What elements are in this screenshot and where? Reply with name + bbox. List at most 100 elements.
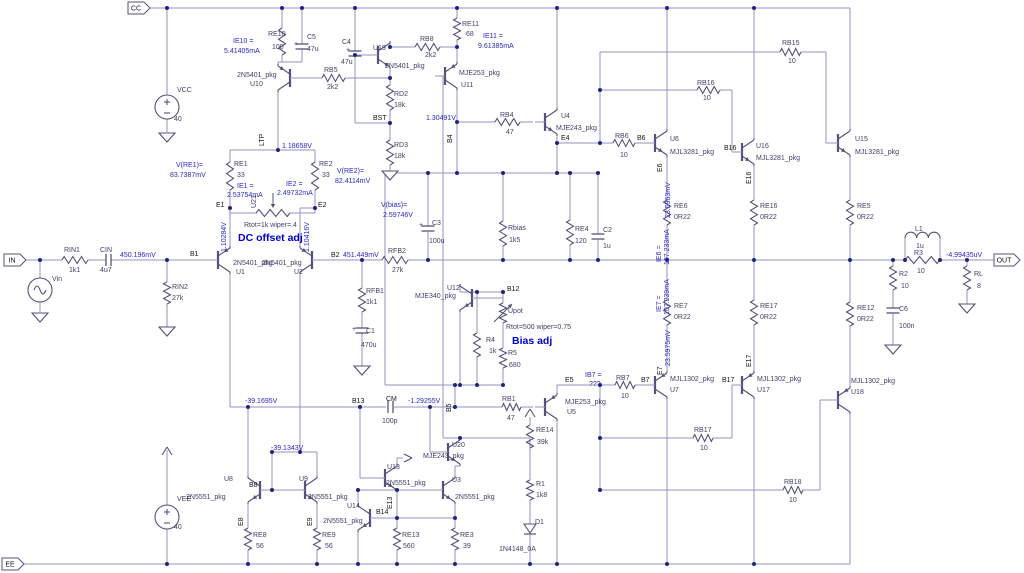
port-label: CC (131, 6, 141, 13)
resistor-RD3[interactable] (385, 139, 395, 166)
junction-dot (501, 383, 505, 387)
capacitor-CM[interactable] (387, 401, 394, 413)
resistor-RIN2[interactable] (162, 281, 172, 305)
transistor-U14[interactable] (357, 504, 380, 532)
resistor-RE9[interactable] (312, 527, 322, 551)
resistor-RB16[interactable] (696, 85, 721, 95)
component-label: 4u7 (100, 267, 112, 274)
capacitor-C2[interactable] (591, 233, 605, 240)
resistor-RE7[interactable] (662, 299, 672, 326)
node-label: B16 (724, 145, 737, 152)
transistor-U4[interactable] (535, 108, 558, 136)
component-label: RE11 (462, 21, 479, 28)
component-label: 1k (489, 348, 497, 355)
port-cc[interactable]: CC (127, 1, 151, 15)
component-label: RB17 (694, 427, 712, 434)
transistor-U1[interactable] (208, 246, 231, 274)
resistor-RB18[interactable] (782, 485, 804, 495)
transistor-U15[interactable] (828, 129, 851, 157)
transistor-U10[interactable] (277, 64, 300, 92)
capacitor-C6[interactable] (886, 307, 900, 314)
node-label: B13 (352, 398, 365, 405)
resistor-RE1[interactable] (225, 161, 235, 191)
resistor-RB8[interactable] (414, 42, 441, 52)
capacitor-C5[interactable] (295, 43, 309, 50)
capacitor-C3[interactable] (421, 225, 435, 232)
component-label: 10 (703, 95, 711, 102)
junction-dot (501, 290, 505, 294)
resistor-RE3[interactable] (450, 527, 460, 551)
transistor-U11[interactable] (435, 62, 458, 90)
component-label: RE4 (575, 226, 589, 233)
port-in[interactable]: IN (3, 253, 27, 267)
port-out[interactable]: OUT (993, 253, 1021, 267)
resistor-RE14[interactable] (525, 424, 535, 449)
port-label: IN (9, 258, 16, 265)
resistor-RL[interactable] (962, 265, 972, 291)
transistor-U7[interactable] (645, 371, 668, 399)
resistor-RFB1[interactable] (357, 287, 367, 313)
component-label: 2N5401_pkg (262, 260, 302, 267)
transistor-U17[interactable] (732, 371, 755, 399)
capacitor-C1[interactable] (355, 327, 369, 334)
resistor-RB5[interactable] (321, 73, 346, 83)
transistor-U16[interactable] (732, 138, 755, 166)
potentiometer-U21[interactable] (255, 208, 291, 218)
transistor-U18[interactable] (828, 386, 851, 414)
resistor-RB4[interactable] (494, 117, 521, 127)
measurement-label: 2.59746V (383, 212, 413, 219)
resistor-RFB2[interactable] (381, 255, 409, 265)
component-label: RE13 (402, 532, 420, 539)
inductor-L1[interactable] (904, 231, 941, 239)
resistor-RE12[interactable] (845, 301, 855, 327)
source-VCC[interactable] (154, 94, 180, 120)
resistor-RE5[interactable] (845, 199, 855, 226)
component-label: MJE243_pkg (423, 453, 464, 460)
component-label: 2N5551_pkg (186, 494, 226, 501)
transistor-U12[interactable] (459, 284, 482, 312)
resistor-RE8[interactable] (243, 527, 253, 551)
transistor-U13[interactable] (375, 464, 398, 492)
resistor-RB6[interactable] (612, 138, 636, 148)
resistor-RB1[interactable] (501, 402, 522, 412)
source-Vin[interactable] (27, 277, 53, 303)
resistor-RE16[interactable] (749, 199, 759, 226)
resistor-RB17[interactable] (692, 433, 714, 443)
node-label: E16 (746, 171, 753, 184)
transistor-U5[interactable] (535, 393, 558, 421)
transistor-U8[interactable] (247, 476, 270, 504)
junction-dot (270, 450, 274, 454)
node-label: E17 (746, 354, 753, 367)
resistor-RE6[interactable] (662, 199, 672, 226)
resistor-RE17[interactable] (749, 299, 759, 326)
resistor-Rbias[interactable] (498, 220, 508, 247)
resistor-RD2[interactable] (385, 84, 395, 111)
junction-dot (228, 206, 232, 210)
resistor-RB15[interactable] (779, 47, 802, 57)
node-label: E9 (307, 517, 314, 526)
resistor-RIN1[interactable] (61, 255, 89, 265)
resistor-R2[interactable] (888, 265, 898, 291)
resistor-R4[interactable] (472, 332, 482, 358)
resistor-RE11[interactable] (452, 17, 462, 41)
diode-D1[interactable] (522, 523, 538, 535)
resistor-R3[interactable] (904, 255, 941, 265)
transistor-U3[interactable] (433, 476, 456, 504)
resistor-R1[interactable] (525, 479, 535, 501)
capacitor-CIN[interactable] (105, 254, 112, 266)
component-label: U19 (373, 45, 386, 52)
resistor-RE13[interactable] (392, 527, 402, 551)
transistor-U6[interactable] (645, 129, 668, 157)
resistor-RE4[interactable] (565, 219, 575, 246)
resistor-RB7[interactable] (614, 380, 636, 390)
transistor-U9[interactable] (295, 476, 318, 504)
component-label: 0R22 (674, 314, 691, 321)
transistor-U19[interactable] (368, 41, 391, 69)
resistor-RE10[interactable] (277, 27, 287, 56)
junction-dot (665, 562, 669, 566)
source-VEE[interactable] (154, 504, 180, 530)
transistor-U2[interactable] (299, 246, 322, 274)
port-ee[interactable]: EE (1, 557, 25, 571)
resistor-R5[interactable] (498, 347, 508, 369)
resistor-RE2[interactable] (310, 161, 320, 191)
